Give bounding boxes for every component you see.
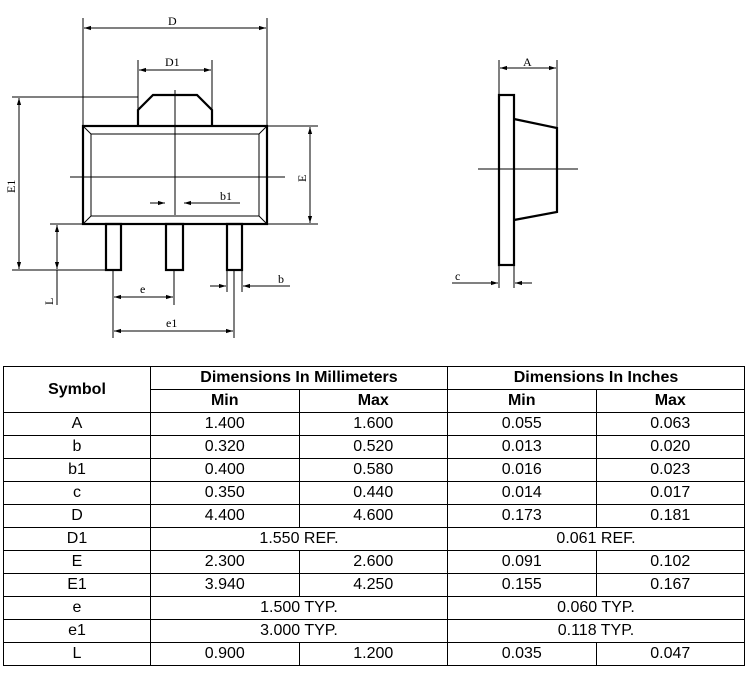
table-row: E1 3.940 4.250 0.155 0.167	[3, 573, 745, 597]
table-row: e1 3.000 TYP. 0.118 TYP.	[3, 619, 745, 643]
header-mm-max: Max	[298, 389, 448, 413]
cell-in-max: 0.017	[595, 481, 745, 505]
cell-symbol: e	[3, 596, 151, 620]
cell-in-min: 0.055	[447, 412, 597, 436]
cell-mm-max: 0.440	[298, 481, 448, 505]
cell-mm-max: 2.600	[298, 550, 448, 574]
side-view: A c	[452, 55, 578, 288]
table-row: A 1.400 1.600 0.055 0.063	[3, 412, 745, 436]
header-millimeters: Dimensions In Millimeters	[150, 366, 448, 390]
cell-in-max: 0.181	[595, 504, 745, 528]
cell-mm-min: 0.350	[150, 481, 300, 505]
front-view: D D1 b1 E1 E L e e1	[4, 14, 318, 338]
cell-mm-max: 4.250	[298, 573, 448, 597]
table-row: L 0.900 1.200 0.035 0.047	[3, 642, 745, 666]
table-row: D 4.400 4.600 0.173 0.181	[3, 504, 745, 528]
header-in-max: Max	[595, 389, 745, 413]
cell-mm-min: 1.400	[150, 412, 300, 436]
cell-symbol: A	[3, 412, 151, 436]
table-row: e 1.500 TYP. 0.060 TYP.	[3, 596, 745, 620]
dim-label-L: L	[42, 298, 56, 305]
cell-in-min: 0.155	[447, 573, 597, 597]
cell-in-min: 0.016	[447, 458, 597, 482]
cell-mm-min: 3.940	[150, 573, 300, 597]
dim-label-E: E	[295, 175, 309, 182]
lead-1	[104, 222, 123, 272]
cell-in-min: 0.014	[447, 481, 597, 505]
cell-in-max: 0.063	[595, 412, 745, 436]
cell-mm-ref: 1.550 REF.	[150, 527, 448, 551]
cell-symbol: e1	[3, 619, 151, 643]
table-header-row-1: Symbol Dimensions In Millimeters Dimensi…	[3, 366, 745, 413]
table-row: b1 0.400 0.580 0.016 0.023	[3, 458, 745, 482]
cell-mm-max: 1.200	[298, 642, 448, 666]
cell-mm-min: 0.900	[150, 642, 300, 666]
cell-in-typ: 0.060 TYP.	[447, 596, 745, 620]
cell-in-ref: 0.061 REF.	[447, 527, 745, 551]
cell-mm-typ: 1.500 TYP.	[150, 596, 448, 620]
lead-2	[164, 222, 185, 272]
cell-in-max: 0.102	[595, 550, 745, 574]
table-row: b 0.320 0.520 0.013 0.020	[3, 435, 745, 459]
cell-in-max: 0.167	[595, 573, 745, 597]
lead-3	[225, 222, 244, 272]
dim-label-e1: e1	[166, 316, 177, 330]
cell-mm-max: 0.520	[298, 435, 448, 459]
cell-symbol: E1	[3, 573, 151, 597]
side-body-profile	[513, 117, 559, 222]
cell-in-typ: 0.118 TYP.	[447, 619, 745, 643]
cell-in-min: 0.091	[447, 550, 597, 574]
cell-in-max: 0.023	[595, 458, 745, 482]
dim-label-c: c	[455, 269, 460, 283]
header-inches: Dimensions In Inches	[447, 366, 745, 390]
dim-label-D: D	[168, 14, 177, 28]
table-row: c 0.350 0.440 0.014 0.017	[3, 481, 745, 505]
header-symbol: Symbol	[3, 366, 151, 413]
cell-mm-max: 0.580	[298, 458, 448, 482]
package-outline-drawing: D D1 b1 E1 E L e e1	[4, 14, 578, 338]
dim-label-A: A	[523, 55, 532, 69]
cell-symbol: b1	[3, 458, 151, 482]
cell-symbol: c	[3, 481, 151, 505]
cell-mm-min: 4.400	[150, 504, 300, 528]
cell-mm-min: 0.400	[150, 458, 300, 482]
cell-mm-min: 0.320	[150, 435, 300, 459]
cell-in-min: 0.173	[447, 504, 597, 528]
header-in-min: Min	[447, 389, 597, 413]
dim-label-b1: b1	[220, 189, 232, 203]
cell-symbol: E	[3, 550, 151, 574]
dim-label-E1: E1	[4, 180, 18, 193]
dimensions-table: Symbol Dimensions In Millimeters Dimensi…	[3, 366, 745, 666]
side-lead-frame	[497, 93, 516, 267]
dim-label-b: b	[278, 272, 284, 286]
cell-mm-typ: 3.000 TYP.	[150, 619, 448, 643]
cell-in-max: 0.020	[595, 435, 745, 459]
cell-symbol: L	[3, 642, 151, 666]
cell-in-min: 0.035	[447, 642, 597, 666]
cell-symbol: D	[3, 504, 151, 528]
cell-mm-min: 2.300	[150, 550, 300, 574]
table-row: D1 1.550 REF. 0.061 REF.	[3, 527, 745, 551]
cell-in-min: 0.013	[447, 435, 597, 459]
header-mm-min: Min	[150, 389, 300, 413]
cell-mm-max: 4.600	[298, 504, 448, 528]
dim-label-D1: D1	[165, 55, 180, 69]
dim-label-e: e	[140, 282, 145, 296]
table-header-row-2: Min Max Min Max	[4, 389, 745, 413]
cell-symbol: b	[3, 435, 151, 459]
cell-in-max: 0.047	[595, 642, 745, 666]
table-row: E 2.300 2.600 0.091 0.102	[3, 550, 745, 574]
cell-symbol: D1	[3, 527, 151, 551]
cell-mm-max: 1.600	[298, 412, 448, 436]
